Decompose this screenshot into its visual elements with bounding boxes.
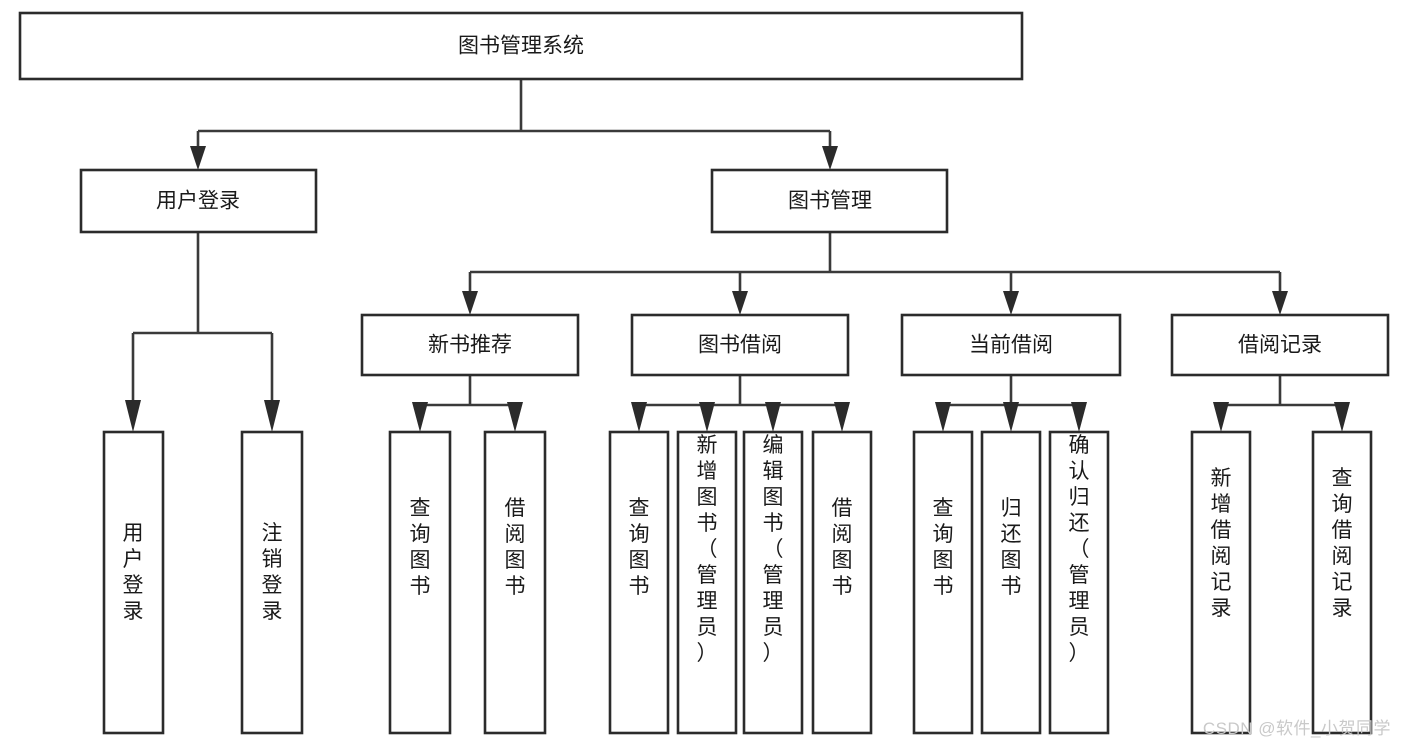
node-root-box[interactable]: [18, 11, 1024, 81]
arrowhead-user-login: [190, 146, 206, 170]
node-user-login[interactable]: 用户登录: [79, 168, 318, 234]
node-leaf-add-record-box[interactable]: [1190, 430, 1252, 735]
arrowhead-leaf-borrow-book-1: [507, 402, 523, 432]
node-leaf-user-login-box[interactable]: [102, 430, 165, 735]
arrowhead-leaf-query-book-3: [935, 402, 951, 432]
node-user-login-label: 用户登录: [156, 190, 240, 213]
node-leaf-query-record-box[interactable]: [1311, 430, 1373, 735]
node-leaf-query-book-2-box[interactable]: [608, 430, 670, 735]
arrowhead-leaf-query-book-1: [412, 402, 428, 432]
node-new-book-recommend-box[interactable]: [360, 313, 580, 377]
arrowhead-book-management: [822, 146, 838, 170]
node-leaf-borrow-book-1-label: 借阅图书: [505, 497, 526, 598]
node-leaf-add-record-label: 新增借阅记录: [1211, 467, 1232, 620]
arrowhead-leaf-return-book: [1003, 402, 1019, 432]
node-borrow-record[interactable]: 借阅记录: [1170, 313, 1390, 377]
node-leaf-edit-book[interactable]: 编辑图书（管理员）: [742, 430, 804, 735]
node-leaf-query-book-3[interactable]: 查询图书: [912, 430, 974, 735]
node-user-login-box[interactable]: [79, 168, 318, 234]
arrowhead-leaf-edit-book: [765, 402, 781, 432]
node-leaf-add-book[interactable]: 新增图书（管理员）: [676, 430, 738, 735]
node-leaf-edit-book-box[interactable]: [742, 430, 804, 735]
node-leaf-borrow-book-2[interactable]: 借阅图书: [811, 430, 873, 735]
node-leaf-query-book-2-label: 查询图书: [629, 497, 650, 598]
node-leaf-add-record[interactable]: 新增借阅记录: [1190, 430, 1252, 735]
node-leaf-add-book-label: 新增图书（管理员）: [697, 434, 718, 665]
node-current-borrow[interactable]: 当前借阅: [900, 313, 1122, 377]
node-root[interactable]: 图书管理系统: [18, 11, 1024, 81]
node-book-management-label: 图书管理: [788, 190, 872, 213]
node-leaf-return-book[interactable]: 归还图书: [980, 430, 1042, 735]
node-book-management[interactable]: 图书管理: [710, 168, 949, 234]
node-leaf-return-book-box[interactable]: [980, 430, 1042, 735]
arrowhead-leaf-add-record: [1213, 402, 1229, 432]
arrowhead-leaf-query-book-2: [631, 402, 647, 432]
node-leaf-logout-login-label: 注销登录: [262, 522, 283, 623]
node-leaf-query-record[interactable]: 查询借阅记录: [1311, 430, 1373, 735]
node-leaf-query-book-3-label: 查询图书: [933, 497, 954, 598]
node-leaf-borrow-book-2-label: 借阅图书: [832, 497, 853, 598]
node-leaf-confirm-return[interactable]: 确认归还（管理员）: [1048, 430, 1110, 735]
node-leaf-user-login-label: 用户登录: [123, 522, 144, 623]
node-leaf-confirm-return-label: 确认归还（管理员）: [1069, 434, 1090, 665]
node-borrow-record-label: 借阅记录: [1238, 334, 1322, 357]
node-current-borrow-box[interactable]: [900, 313, 1122, 377]
node-leaf-logout-login[interactable]: 注销登录: [240, 430, 304, 735]
arrowhead-leaf-add-book: [699, 402, 715, 432]
node-leaf-query-record-label: 查询借阅记录: [1332, 467, 1353, 620]
node-book-borrow-label: 图书借阅: [698, 334, 782, 357]
node-leaf-borrow-book-2-box[interactable]: [811, 430, 873, 735]
node-leaf-confirm-return-box[interactable]: [1048, 430, 1110, 735]
node-leaf-borrow-book-1[interactable]: 借阅图书: [483, 430, 547, 735]
csdn-watermark: CSDN @软件_小贺同学: [1202, 719, 1391, 738]
node-new-book-recommend[interactable]: 新书推荐: [360, 313, 580, 377]
node-leaf-query-book-2[interactable]: 查询图书: [608, 430, 670, 735]
node-leaf-return-book-label: 归还图书: [1001, 497, 1022, 598]
node-leaf-add-book-box[interactable]: [676, 430, 738, 735]
arrowhead-current-borrow: [1003, 291, 1019, 315]
node-leaf-edit-book-label: 编辑图书（管理员）: [763, 434, 784, 665]
node-leaf-user-login[interactable]: 用户登录: [102, 430, 165, 735]
arrowhead-new-book-recommend: [462, 291, 478, 315]
node-current-borrow-label: 当前借阅: [969, 334, 1053, 357]
arrowhead-leaf-logout-login: [264, 400, 280, 432]
node-book-borrow-box[interactable]: [630, 313, 850, 377]
node-borrow-record-box[interactable]: [1170, 313, 1390, 377]
node-leaf-query-book-1-label: 查询图书: [410, 497, 431, 598]
arrowhead-borrow-record: [1272, 291, 1288, 315]
arrowhead-layer: [125, 146, 1350, 432]
node-leaf-logout-login-box[interactable]: [240, 430, 304, 735]
node-leaf-borrow-book-1-box[interactable]: [483, 430, 547, 735]
node-root-label: 图书管理系统: [458, 35, 584, 58]
arrowhead-leaf-confirm-return: [1071, 402, 1087, 432]
node-book-management-box[interactable]: [710, 168, 949, 234]
node-book-borrow[interactable]: 图书借阅: [630, 313, 850, 377]
arrowhead-leaf-user-login: [125, 400, 141, 432]
node-leaf-query-book-1-box[interactable]: [388, 430, 452, 735]
arrowhead-leaf-query-record: [1334, 402, 1350, 432]
node-leaf-query-book-1[interactable]: 查询图书: [388, 430, 452, 735]
arrowhead-book-borrow: [732, 291, 748, 315]
node-new-book-recommend-label: 新书推荐: [428, 334, 512, 357]
node-leaf-query-book-3-box[interactable]: [912, 430, 974, 735]
arrowhead-leaf-borrow-book-2: [834, 402, 850, 432]
